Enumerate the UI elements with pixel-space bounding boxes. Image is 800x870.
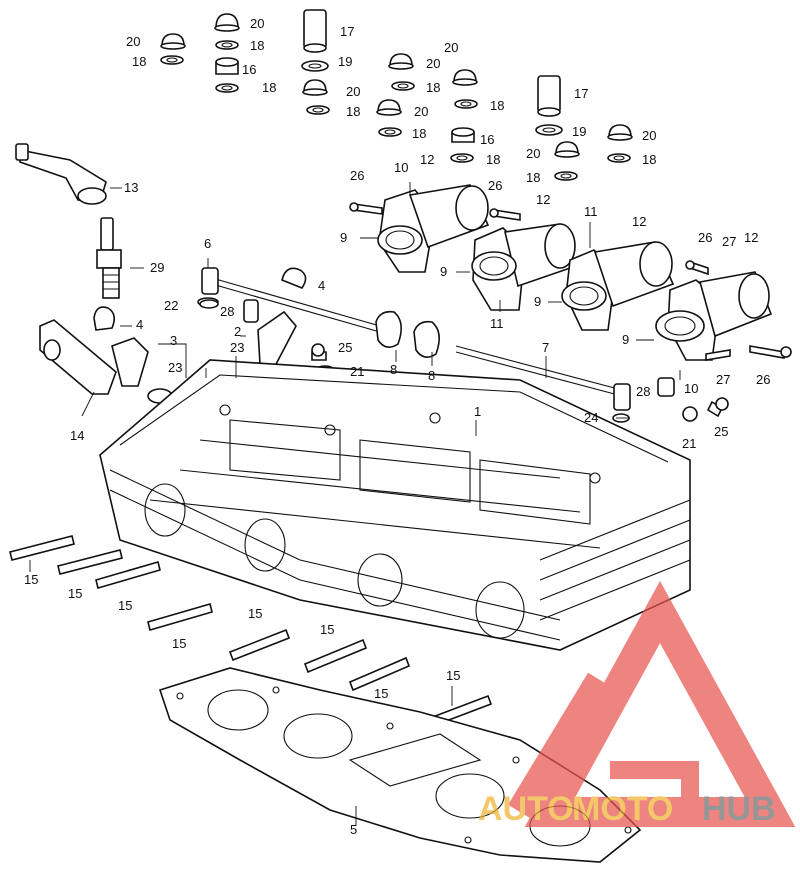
label-15: 15 bbox=[172, 636, 186, 651]
label-12: 12 bbox=[632, 214, 646, 229]
label-12: 12 bbox=[536, 192, 550, 207]
label-11: 11 bbox=[490, 316, 504, 331]
label-13: 13 bbox=[124, 180, 138, 195]
label-20: 20 bbox=[126, 34, 140, 49]
label-9: 9 bbox=[340, 230, 347, 245]
label-10: 10 bbox=[684, 381, 698, 396]
label-18: 18 bbox=[526, 170, 540, 185]
label-22: 22 bbox=[164, 298, 178, 313]
label-25: 25 bbox=[338, 340, 352, 355]
label-26: 26 bbox=[350, 168, 364, 183]
automotohub-watermark: AUTO MOTO HUB bbox=[478, 580, 796, 828]
label-26: 26 bbox=[756, 372, 770, 387]
leader-lines bbox=[29, 182, 681, 826]
label-18: 18 bbox=[132, 54, 146, 69]
label-10: 10 bbox=[394, 160, 408, 175]
label-23: 23 bbox=[230, 340, 244, 355]
label-15: 15 bbox=[24, 572, 38, 587]
top-caps-washers bbox=[160, 9, 633, 181]
head-gasket bbox=[158, 667, 642, 863]
label-8: 8 bbox=[390, 362, 397, 377]
label-18: 18 bbox=[642, 152, 656, 167]
label-16: 16 bbox=[242, 62, 256, 77]
label-27: 27 bbox=[722, 234, 736, 249]
part-number-labels: 1 2 3 4 4 5 6 7 8 8 9 9 9 9 10 10 11 11 … bbox=[24, 16, 770, 837]
label-20: 20 bbox=[414, 104, 428, 119]
label-15: 15 bbox=[446, 668, 460, 683]
label-18: 18 bbox=[346, 104, 360, 119]
label-1: 1 bbox=[474, 404, 481, 419]
label-4: 4 bbox=[136, 317, 143, 332]
label-18: 18 bbox=[490, 98, 504, 113]
intake-manifolds bbox=[377, 184, 773, 361]
label-21: 21 bbox=[682, 436, 696, 451]
label-27: 27 bbox=[716, 372, 730, 387]
bolts bbox=[311, 202, 792, 418]
spark-plug-cap bbox=[15, 143, 107, 205]
label-12: 12 bbox=[420, 152, 434, 167]
label-14: 14 bbox=[70, 428, 84, 443]
label-28: 28 bbox=[220, 304, 234, 319]
watermark-text-moto: MOTO bbox=[572, 790, 673, 828]
cylinder-head bbox=[99, 359, 691, 651]
label-20: 20 bbox=[642, 128, 656, 143]
label-23: 23 bbox=[168, 360, 182, 375]
label-15: 15 bbox=[248, 606, 262, 621]
label-15: 15 bbox=[320, 622, 334, 637]
label-3: 3 bbox=[170, 333, 177, 348]
spark-plug bbox=[96, 217, 122, 299]
label-18: 18 bbox=[250, 38, 264, 53]
label-19: 19 bbox=[338, 54, 352, 69]
label-18: 18 bbox=[262, 80, 276, 95]
label-20: 20 bbox=[444, 40, 458, 55]
label-12: 12 bbox=[744, 230, 758, 245]
label-15: 15 bbox=[374, 686, 388, 701]
sleeves-and-tubes bbox=[39, 299, 675, 404]
label-9: 9 bbox=[440, 264, 447, 279]
label-18: 18 bbox=[412, 126, 426, 141]
label-7: 7 bbox=[542, 340, 549, 355]
watermark-logo-mark bbox=[508, 580, 796, 827]
label-26: 26 bbox=[698, 230, 712, 245]
label-28: 28 bbox=[636, 384, 650, 399]
label-2: 2 bbox=[234, 324, 241, 339]
label-25: 25 bbox=[714, 424, 728, 439]
label-20: 20 bbox=[526, 146, 540, 161]
label-16: 16 bbox=[480, 132, 494, 147]
label-17: 17 bbox=[340, 24, 354, 39]
label-18: 18 bbox=[486, 152, 500, 167]
label-20: 20 bbox=[250, 16, 264, 31]
grommets bbox=[93, 267, 440, 358]
label-26: 26 bbox=[488, 178, 502, 193]
label-20: 20 bbox=[346, 84, 360, 99]
label-9: 9 bbox=[534, 294, 541, 309]
label-15: 15 bbox=[68, 586, 82, 601]
label-11: 11 bbox=[584, 204, 598, 219]
label-29: 29 bbox=[150, 260, 164, 275]
label-17: 17 bbox=[574, 86, 588, 101]
label-4: 4 bbox=[318, 278, 325, 293]
label-21: 21 bbox=[350, 364, 364, 379]
label-6: 6 bbox=[204, 236, 211, 251]
watermark-text-auto: AUTO bbox=[478, 790, 574, 828]
label-19: 19 bbox=[572, 124, 586, 139]
watermark-text-hub: HUB bbox=[702, 790, 776, 828]
label-20: 20 bbox=[426, 56, 440, 71]
label-5: 5 bbox=[350, 822, 357, 837]
label-18: 18 bbox=[426, 80, 440, 95]
label-15: 15 bbox=[118, 598, 132, 613]
label-8: 8 bbox=[428, 368, 435, 383]
label-24: 24 bbox=[584, 410, 598, 425]
label-9: 9 bbox=[622, 332, 629, 347]
